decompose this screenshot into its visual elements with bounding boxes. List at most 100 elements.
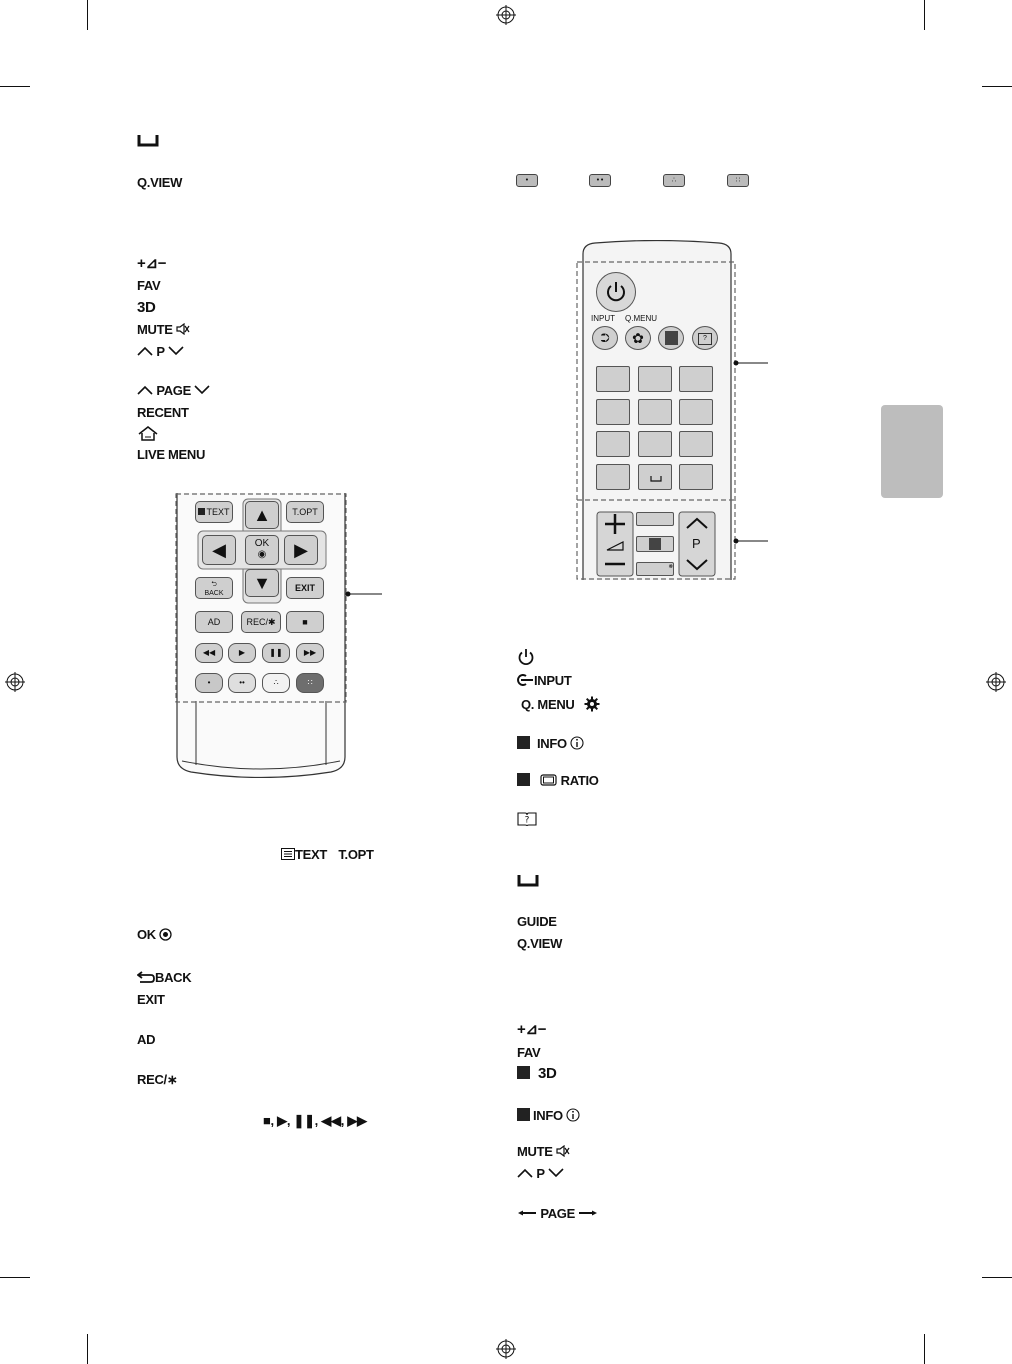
right-arrow-button[interactable]: ▶ [284,535,318,565]
mute-label: MUTE [517,1144,570,1160]
svg-text:?: ? [525,816,530,826]
ratio-label: RATIO [517,773,599,789]
number-key[interactable] [596,399,630,425]
rec-button[interactable]: REC/✱ [241,611,281,633]
qmenu-label: Q. MENU [521,696,600,713]
user-guide-icon: ? [517,812,537,827]
3d-text: 3D [538,1065,557,1082]
right-remote: INPUT Q.MENU ⮊ ✿ ? ⨳ P [575,240,740,585]
text-topt-label: TEXT T.OPT [281,847,374,863]
text-button[interactable]: TEXT [195,501,233,523]
topt-label: T.OPT [338,847,374,862]
p-remote-label: P [692,536,701,551]
number-key[interactable] [596,366,630,392]
text-label: TEXT [295,847,328,862]
space-key[interactable] [638,464,672,490]
exit-button[interactable]: EXIT [286,577,324,599]
input-icon [517,674,533,686]
chevron-up-icon [517,1168,533,1178]
green-color-button[interactable]: •• [228,673,256,693]
callout-line [733,538,768,544]
crop-mark [87,0,88,30]
red-color-button[interactable]: • [195,673,223,693]
space-bar-icon [650,476,662,482]
number-key[interactable] [679,464,713,490]
channel-rocker[interactable] [679,512,715,576]
space-bar-icon [517,875,539,887]
mute-text: MUTE [517,1144,553,1159]
blue-color-button[interactable]: ∷ [296,673,324,693]
number-key[interactable] [679,399,713,425]
power-icon [518,649,534,666]
number-key[interactable] [638,431,672,457]
back-button-label: BACK [204,590,224,597]
3d-label: 3D [517,1066,557,1082]
ad-button[interactable]: AD [195,611,233,633]
number-key[interactable] [679,366,713,392]
ok-button-label: OK [254,538,270,549]
volume-rocker[interactable] [597,512,633,576]
input-label: INPUT [517,673,572,689]
ok-text: OK [137,927,156,942]
rewind-button[interactable]: ◀◀ [195,643,223,663]
stop-button[interactable]: ■ [286,611,324,633]
square-icon [517,736,530,749]
qmenu-button[interactable]: ✿ [625,326,651,350]
pause-button[interactable]: ❚❚ [262,643,290,663]
manual-button[interactable]: ? [692,326,718,350]
info-button[interactable] [658,326,684,350]
page-text: PAGE [156,383,191,398]
info-icon [570,736,584,750]
registration-mark-icon [5,672,25,692]
chevron-up-icon [137,385,153,395]
fav-label: FAV [517,1045,541,1060]
number-key[interactable] [679,431,713,457]
mute-icon [176,322,190,336]
qview-label: Q.VIEW [517,936,563,951]
number-key[interactable] [638,366,672,392]
3d-button[interactable] [636,536,674,552]
mute-button[interactable]: ⨳ [636,562,674,576]
play-button[interactable]: ▶ [228,643,256,663]
crop-mark [0,86,30,87]
crop-mark [0,1277,30,1278]
channel-label: P [137,344,184,360]
back-label: BACK [136,970,192,986]
fav-button[interactable] [636,512,674,526]
number-key[interactable] [596,464,630,490]
input-button[interactable]: ⮊ [592,326,618,350]
info-label: INFO [517,1108,580,1124]
up-arrow-button[interactable]: ▲ [245,501,279,529]
number-key[interactable] [638,399,672,425]
info-text: INFO [533,1108,563,1123]
guide-label: GUIDE [517,914,557,929]
info-label: INFO [517,736,584,752]
live-menu-label: LIVE MENU [137,447,206,462]
ok-ring-icon [159,928,172,941]
p-text: P [156,344,165,359]
fast-forward-button[interactable]: ▶▶ [296,643,324,663]
text-button-label: TEXT [206,507,230,517]
yellow-color-button-icon: ∴ [663,174,685,187]
chevron-up-icon [137,346,153,356]
topt-button[interactable]: T.OPT [286,501,324,523]
ad-label: AD [137,1032,156,1047]
yellow-color-button[interactable]: ∴ [262,673,290,693]
back-button[interactable]: ⮌BACK [195,577,233,599]
left-arrow-button[interactable]: ◀ [202,535,236,565]
crop-mark [982,86,1012,87]
registration-mark-icon [496,1339,516,1359]
input-text: INPUT [534,673,572,688]
mute-label: MUTE [137,322,190,338]
down-arrow-button[interactable]: ▼ [245,569,279,597]
mute-icon [556,1144,570,1158]
green-color-button-icon: •• [589,174,611,187]
square-icon [517,1108,530,1121]
ok-button[interactable]: OK ◉ [245,535,279,565]
p-text: P [536,1166,545,1181]
page-label: PAGE [137,383,210,399]
power-button[interactable] [596,272,636,312]
3d-label: 3D [137,299,156,316]
number-key[interactable] [596,431,630,457]
left-remote: TEXT ▲ T.OPT ◀ OK ◉ ▶ ⮌BACK ▼ EXIT AD RE… [175,493,347,778]
